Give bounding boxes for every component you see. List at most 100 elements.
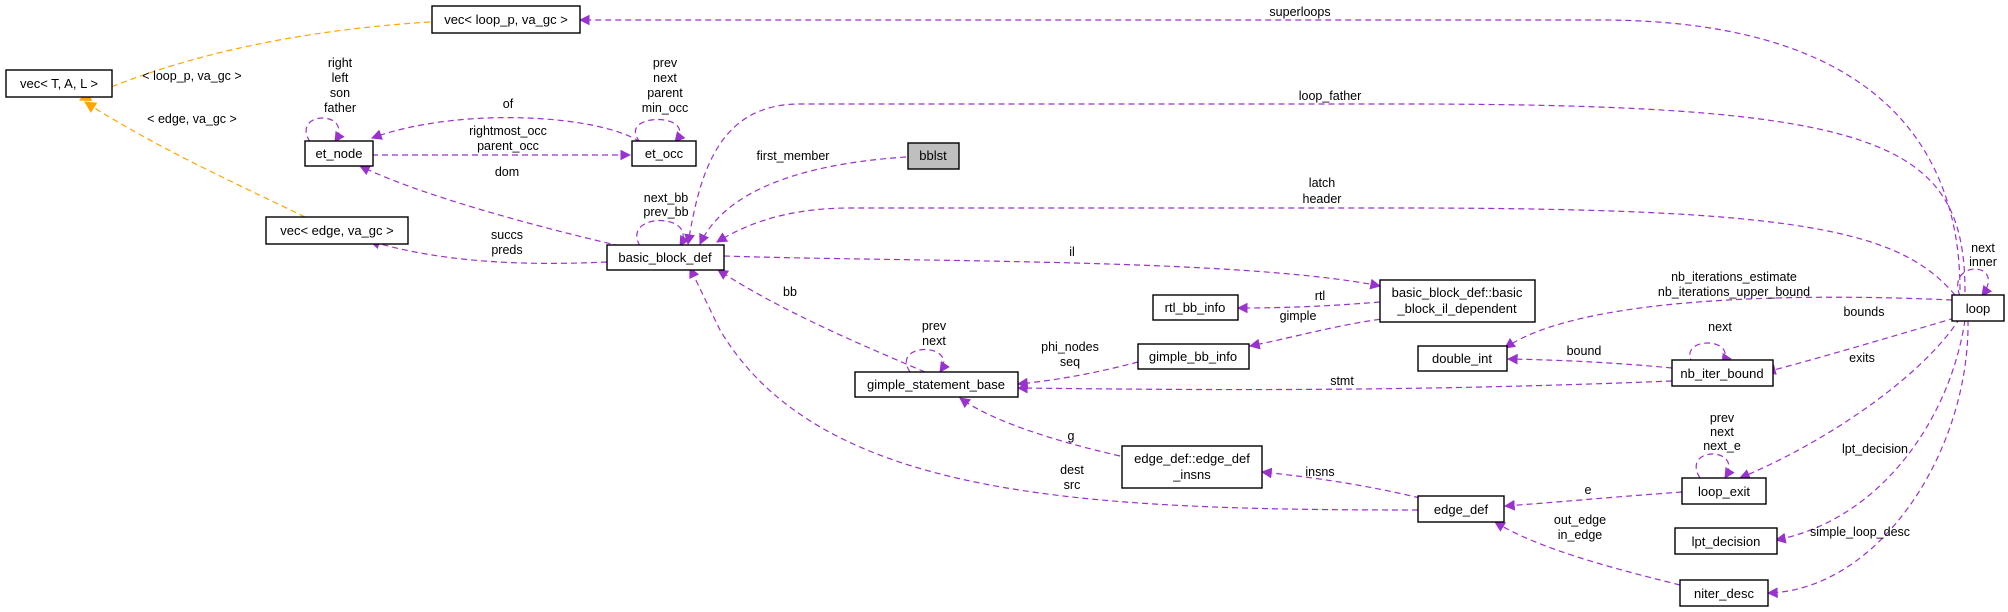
node-nb-iter-bound[interactable]: nb_iter_bound [1671,359,1774,387]
edge-nib-self [1689,342,1732,365]
label-parent-occ: parent_occ [477,139,539,153]
svg-text:vec< loop_p, va_gc >: vec< loop_p, va_gc > [444,12,568,27]
edge-et-node-self [305,117,345,143]
node-edge-def-insns[interactable]: edge_def::edge_def _insns [1121,445,1263,489]
node-et-occ[interactable]: et_occ [631,140,697,167]
svg-text:edge_def::edge_def: edge_def::edge_def [1134,451,1250,466]
label-loop-p-va-gc: < loop_p, va_gc > [142,69,241,83]
label-bb-self-1: prev_bb [643,205,688,219]
svg-text:loop: loop [1966,301,1991,316]
edge-dom [359,165,621,247]
label-simple-loop-desc: simple_loop_desc [1810,525,1910,539]
label-bb: bb [783,285,797,299]
edge-lpt-decision [1774,319,1966,544]
label-loop-self-0: next [1971,241,1995,255]
edge-le-self [1695,453,1735,479]
edge-gsb-self [906,348,950,373]
node-gimple-bb-info[interactable]: gimple_bb_info [1137,343,1250,370]
label-le-self-1: next [1710,425,1734,439]
node-basic-block-il-dependent[interactable]: basic_block_def::basic _block_il_depende… [1379,279,1536,323]
label-nb-iterations-estimate: nb_iterations_estimate [1671,270,1797,284]
label-stmt: stmt [1330,374,1354,388]
edge-bound [1506,353,1673,369]
svg-text:basic_block_def: basic_block_def [618,250,712,265]
label-loop-father: loop_father [1299,89,1362,103]
edge-vec-edge-to-vec [83,101,306,218]
svg-text:rtl_bb_info: rtl_bb_info [1165,300,1226,315]
label-loop-self-1: inner [1969,255,1997,269]
node-double-int[interactable]: double_int [1417,345,1508,372]
label-exits: exits [1849,351,1875,365]
node-rtl-bb-info[interactable]: rtl_bb_info [1152,294,1239,321]
label-lpt-decision: lpt_decision [1842,442,1908,456]
label-bound: bound [1567,344,1602,358]
nodes: vec< T, A, L > vec< loop_p, va_gc > vec<… [5,5,2005,607]
svg-text:vec< edge, va_gc >: vec< edge, va_gc > [280,223,393,238]
node-niter-desc[interactable]: niter_desc [1679,579,1769,607]
label-src: src [1064,478,1081,492]
label-le-self-2: next_e [1703,439,1741,453]
label-latch: latch [1309,176,1335,190]
edge-out-in-edge [1494,521,1681,586]
edge-gimple [1248,317,1391,350]
node-loop[interactable]: loop [1951,294,2005,322]
edge-il [723,255,1382,290]
label-out-edge: out_edge [1554,513,1606,527]
label-insns: insns [1305,465,1334,479]
label-et-node-self-1: left [332,71,349,85]
label-et-node-self-2: son [330,86,350,100]
node-vec-edge[interactable]: vec< edge, va_gc > [265,216,409,245]
svg-text:gimple_statement_base: gimple_statement_base [867,377,1005,392]
label-et-node-self-3: father [324,101,356,115]
edge-succs-preds [368,238,608,264]
label-superloops: superloops [1269,5,1330,19]
edge-bounds [1764,317,1956,375]
label-phi-nodes: phi_nodes [1041,340,1099,354]
label-et-node-self-0: right [328,56,353,70]
svg-text:_insns: _insns [1172,467,1211,482]
svg-text:vec< T, A, L >: vec< T, A, L > [20,76,98,91]
label-gsb-self-0: prev [922,319,947,333]
node-vec-t-a-l[interactable]: vec< T, A, L > [5,69,113,98]
label-et-occ-self-2: parent [647,86,683,100]
edge-of [370,117,641,143]
label-gsb-self-1: next [922,334,946,348]
node-loop-exit[interactable]: loop_exit [1681,477,1767,505]
label-dest: dest [1060,463,1084,477]
svg-text:loop_exit: loop_exit [1698,484,1750,499]
svg-text:niter_desc: niter_desc [1694,586,1754,601]
edge-stmt [1016,380,1673,394]
node-edge-def[interactable]: edge_def [1417,495,1505,523]
label-bounds: bounds [1843,305,1884,319]
node-basic-block-def[interactable]: basic_block_def [606,244,725,271]
svg-text:_block_il_dependent: _block_il_dependent [1396,301,1517,316]
edge-et-occ-self [634,119,686,143]
edge-vec-loop-p-to-vec [78,21,431,102]
edge-rtl [1236,301,1381,314]
label-seq: seq [1060,355,1080,369]
edge-labels: < loop_p, va_gc > < edge, va_gc > superl… [142,5,1997,542]
edge-g [959,397,1121,457]
node-lpt-decision[interactable]: lpt_decision [1674,527,1778,555]
svg-text:double_int: double_int [1432,351,1492,366]
node-et-node[interactable]: et_node [304,140,374,167]
label-dom: dom [495,165,519,179]
svg-text:edge_def: edge_def [1434,502,1489,517]
node-gimple-statement-base[interactable]: gimple_statement_base [854,371,1019,398]
svg-text:basic_block_def::basic: basic_block_def::basic [1392,285,1523,300]
label-et-occ-self-1: next [653,71,677,85]
edge-phi-nodes-seq [1016,361,1139,389]
label-et-occ-self-0: prev [653,56,678,70]
node-bblst[interactable]: bblst [907,142,960,170]
node-vec-loop-p[interactable]: vec< loop_p, va_gc > [431,5,581,34]
edge-latch-header [716,207,1956,296]
edge-insns [1260,467,1421,499]
edge-simple-loop-desc [1766,319,1969,599]
label-gimple: gimple [1280,309,1317,323]
label-bb-self-0: next_bb [644,191,689,205]
edge-first-member [699,156,907,245]
label-le-self-0: prev [1710,411,1735,425]
label-il: il [1069,245,1075,259]
label-nb-iterations-upper-bound: nb_iterations_upper_bound [1658,285,1810,299]
